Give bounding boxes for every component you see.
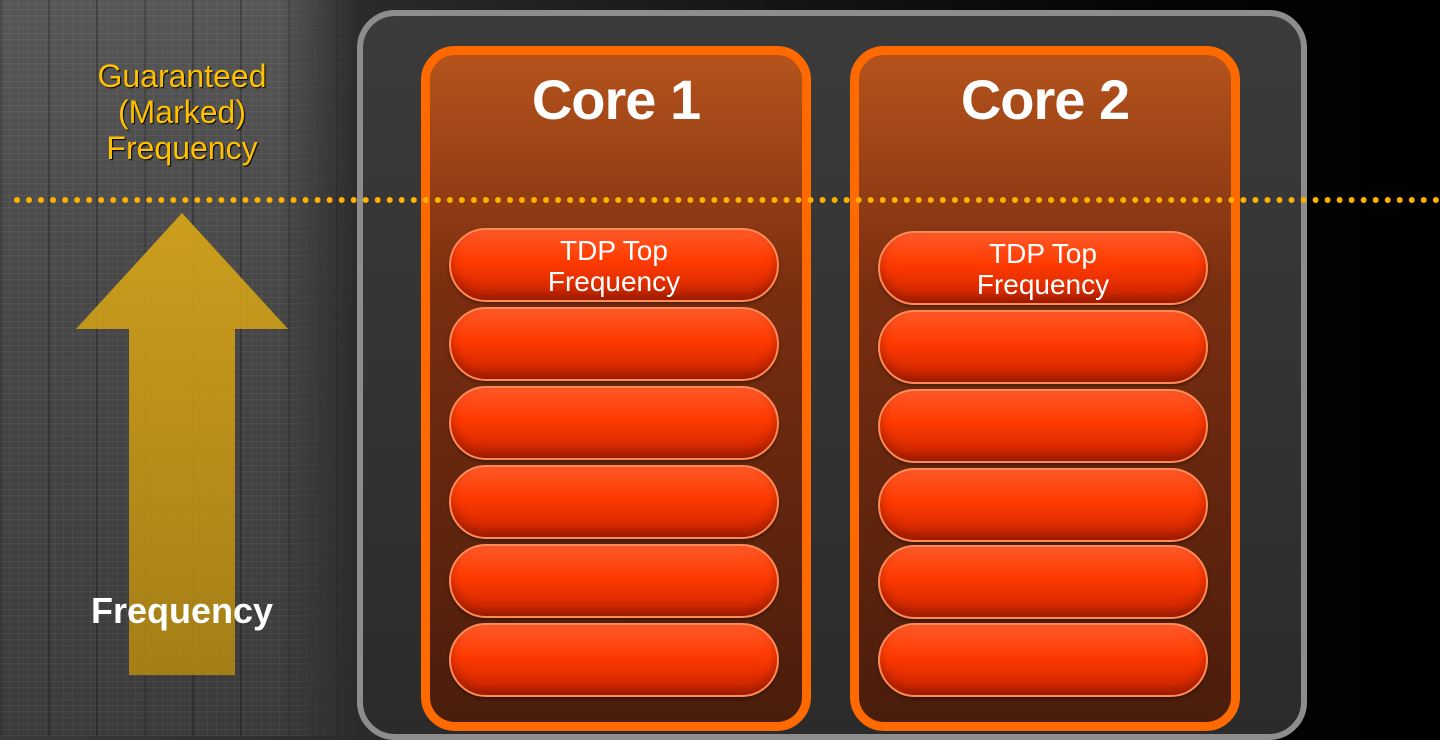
core-1-level-top-line-2: Frequency [547,266,681,297]
core-1-level-2 [449,307,779,381]
core-2-level-5 [878,545,1208,619]
core-2: Core 2 TDP Top Frequency [850,46,1240,731]
core-1-level-5 [449,544,779,618]
core-1-level-6 [449,623,779,697]
core-1-level-3 [449,386,779,460]
guaranteed-line-2: (Marked) [117,94,246,130]
core-1-level-top: TDP Top Frequency [449,228,779,302]
guaranteed-line-3: Frequency [106,130,258,166]
core-2-level-4 [878,468,1208,542]
core-1: Core 1 TDP Top Frequency [421,46,811,731]
core-2-level-top-line-2: Frequency [976,269,1110,300]
core-1-level-4 [449,465,779,539]
core-2-title: Core 2 [960,68,1130,131]
guaranteed-line-1: Guaranteed [97,58,267,94]
guaranteed-frequency-threshold-line [14,197,1440,203]
processor-package: Core 1 TDP Top Frequency Core 2 TDP Top … [357,10,1307,740]
core-2-level-3 [878,389,1208,463]
core-2-level-6 [878,623,1208,697]
core-1-level-top-line-1: TDP Top [560,235,668,266]
frequency-axis-label: Frequency [90,590,274,631]
core-2-level-top-line-1: TDP Top [989,238,1097,269]
guaranteed-frequency-label: Guaranteed (Marked) Frequency [60,58,304,166]
core-2-level-2 [878,310,1208,384]
frequency-arrow-icon [76,213,288,675]
core-1-title: Core 1 [531,68,701,131]
core-2-level-top: TDP Top Frequency [878,231,1208,305]
